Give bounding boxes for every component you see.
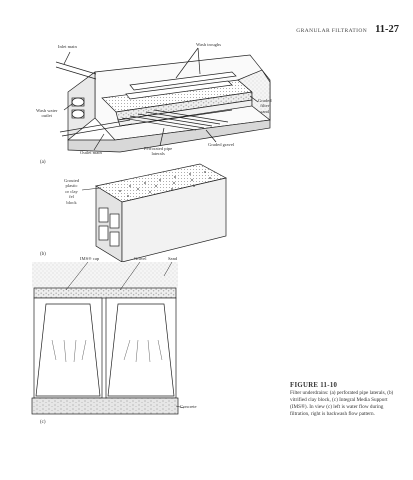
label-grouted-clay-block: Grouted plastic or clay fel block <box>64 178 80 205</box>
label-graded-filter-sand: Graded filter sand <box>258 98 272 114</box>
ims-cross-section-drawing <box>31 261 185 415</box>
filter-basin-drawing <box>55 47 271 153</box>
label-graded-gravel: Graded gravel <box>208 142 235 147</box>
label-gravel: Gravel <box>134 256 147 261</box>
running-title: GRANULAR FILTRATION <box>296 28 368 34</box>
label-inlet-main: Inlet main <box>58 44 77 49</box>
label-imsr-cap: IMS® cap <box>80 256 100 261</box>
figure-caption: FIGURE 11-10 Filter underdrains: (a) per… <box>290 382 402 418</box>
caption-text: Filter underdrains: (a) perforated pipe … <box>290 390 394 417</box>
caption-title: FIGURE 11-10 <box>290 382 338 389</box>
label-wash-troughs: Wash troughs <box>196 42 222 47</box>
label-wash-water-outlet: Wash water outlet <box>36 108 58 119</box>
label-outlet-main: Outlet main <box>80 150 102 155</box>
page-header: GRANULAR FILTRATION 11-27 <box>296 24 399 38</box>
panel-letter-a: (a) <box>40 160 46 165</box>
clay-block-drawing <box>81 163 227 263</box>
panel-letter-b: (b) <box>40 252 46 257</box>
page-number: 11-27 <box>375 24 399 35</box>
panel-letter-c: (c) <box>40 420 46 425</box>
label-perforated-pipe-laterals: Perforated pipe laterals <box>144 146 173 157</box>
label-sand: Sand <box>168 256 178 261</box>
label-concrete: Concrete <box>180 404 197 409</box>
